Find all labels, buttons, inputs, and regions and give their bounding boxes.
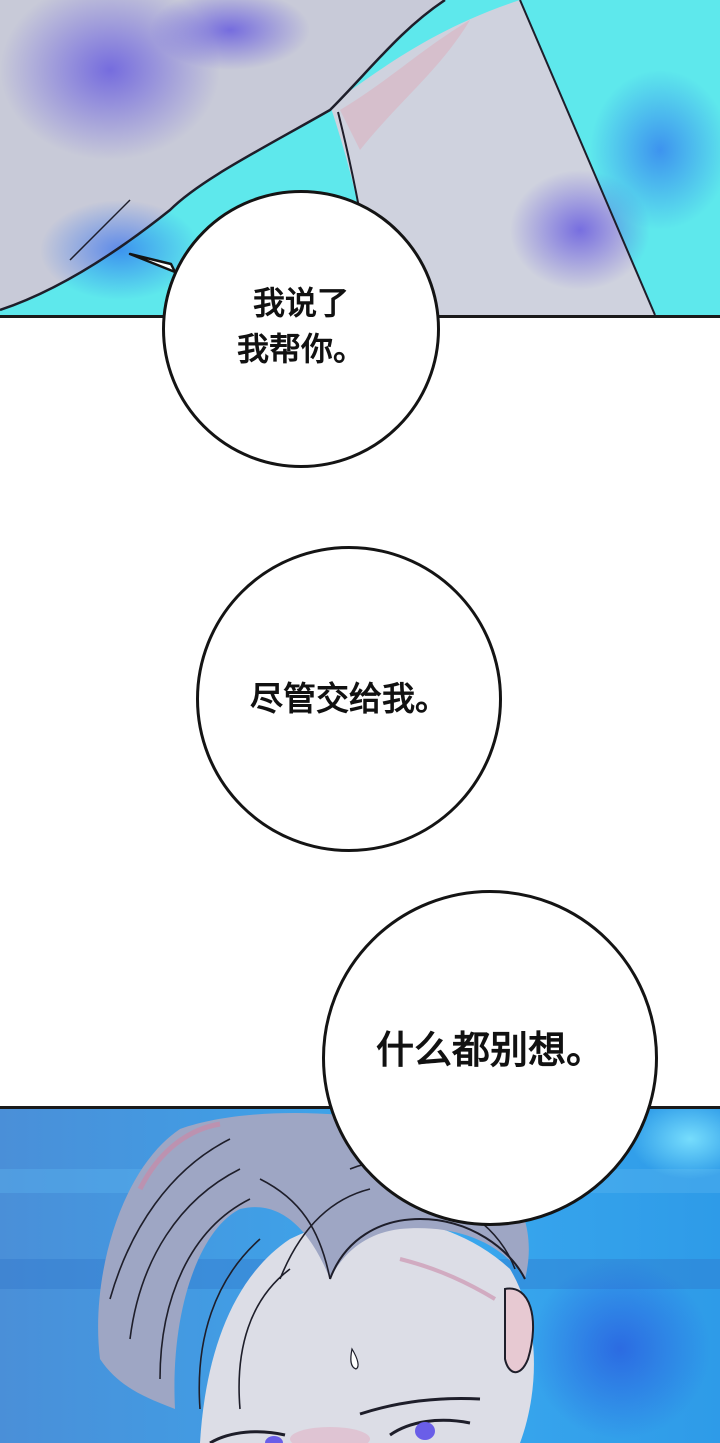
bubble-3-text: 什么都别想。 — [375, 1028, 604, 1073]
speech-bubble-2: 尽管交给我。 — [196, 546, 502, 852]
bubble-1-text: 我说了 我帮你。 — [236, 283, 365, 368]
bubble-2-text: 尽管交给我。 — [250, 679, 448, 719]
speech-bubble-1: 我说了 我帮你。 — [162, 190, 440, 468]
bubble-1-tail — [128, 252, 177, 274]
speech-bubble-3: 什么都别想。 — [322, 890, 658, 1226]
